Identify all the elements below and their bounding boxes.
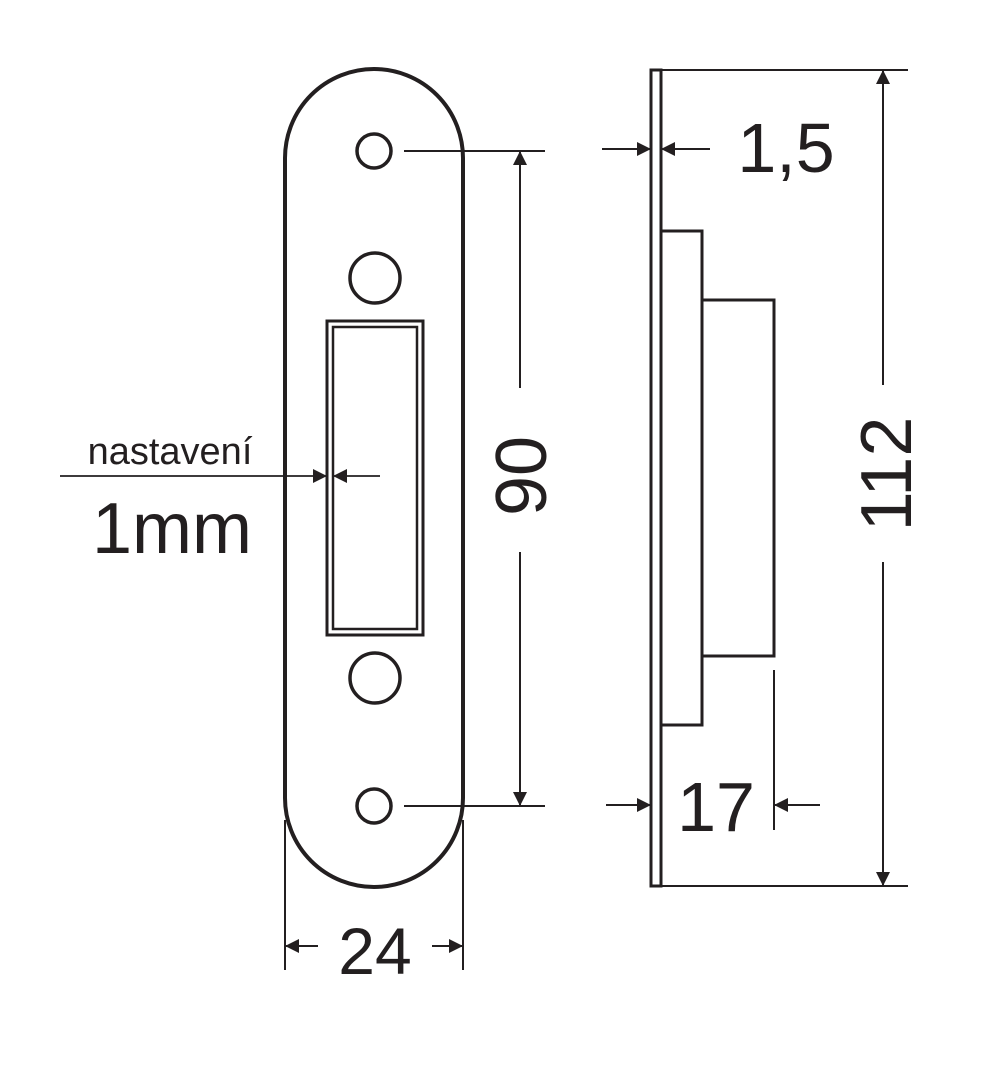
top-screw-hole [355,132,393,170]
hole-spacing-label: 90 [482,436,562,516]
width-label: 24 [338,914,411,988]
side-view [649,68,776,888]
bottom-screw-hole [355,787,393,825]
front-view [283,67,465,889]
hole-spacing-dimension: 90 [404,150,562,807]
thickness-label: 1,5 [737,109,834,187]
depth-dimension: 17 [606,670,820,846]
adjustment-label: nastavení [88,431,253,473]
lower-screw-hole [348,651,402,705]
adjustment-annotation: nastavení 1mm [60,431,380,569]
depth-label: 17 [677,768,755,846]
latch-opening-inner [331,325,419,631]
total-length-label: 112 [847,417,927,532]
thickness-dimension: 1,5 [602,109,835,187]
side-box-inner [700,298,776,658]
total-length-dimension: 112 [661,69,927,887]
upper-screw-hole [348,251,402,305]
adjustment-value: 1mm [92,489,252,569]
side-box-outer [659,229,704,727]
strike-plate-outline [283,67,465,889]
width-dimension: 24 [284,820,464,988]
latch-opening-outer [325,319,425,637]
